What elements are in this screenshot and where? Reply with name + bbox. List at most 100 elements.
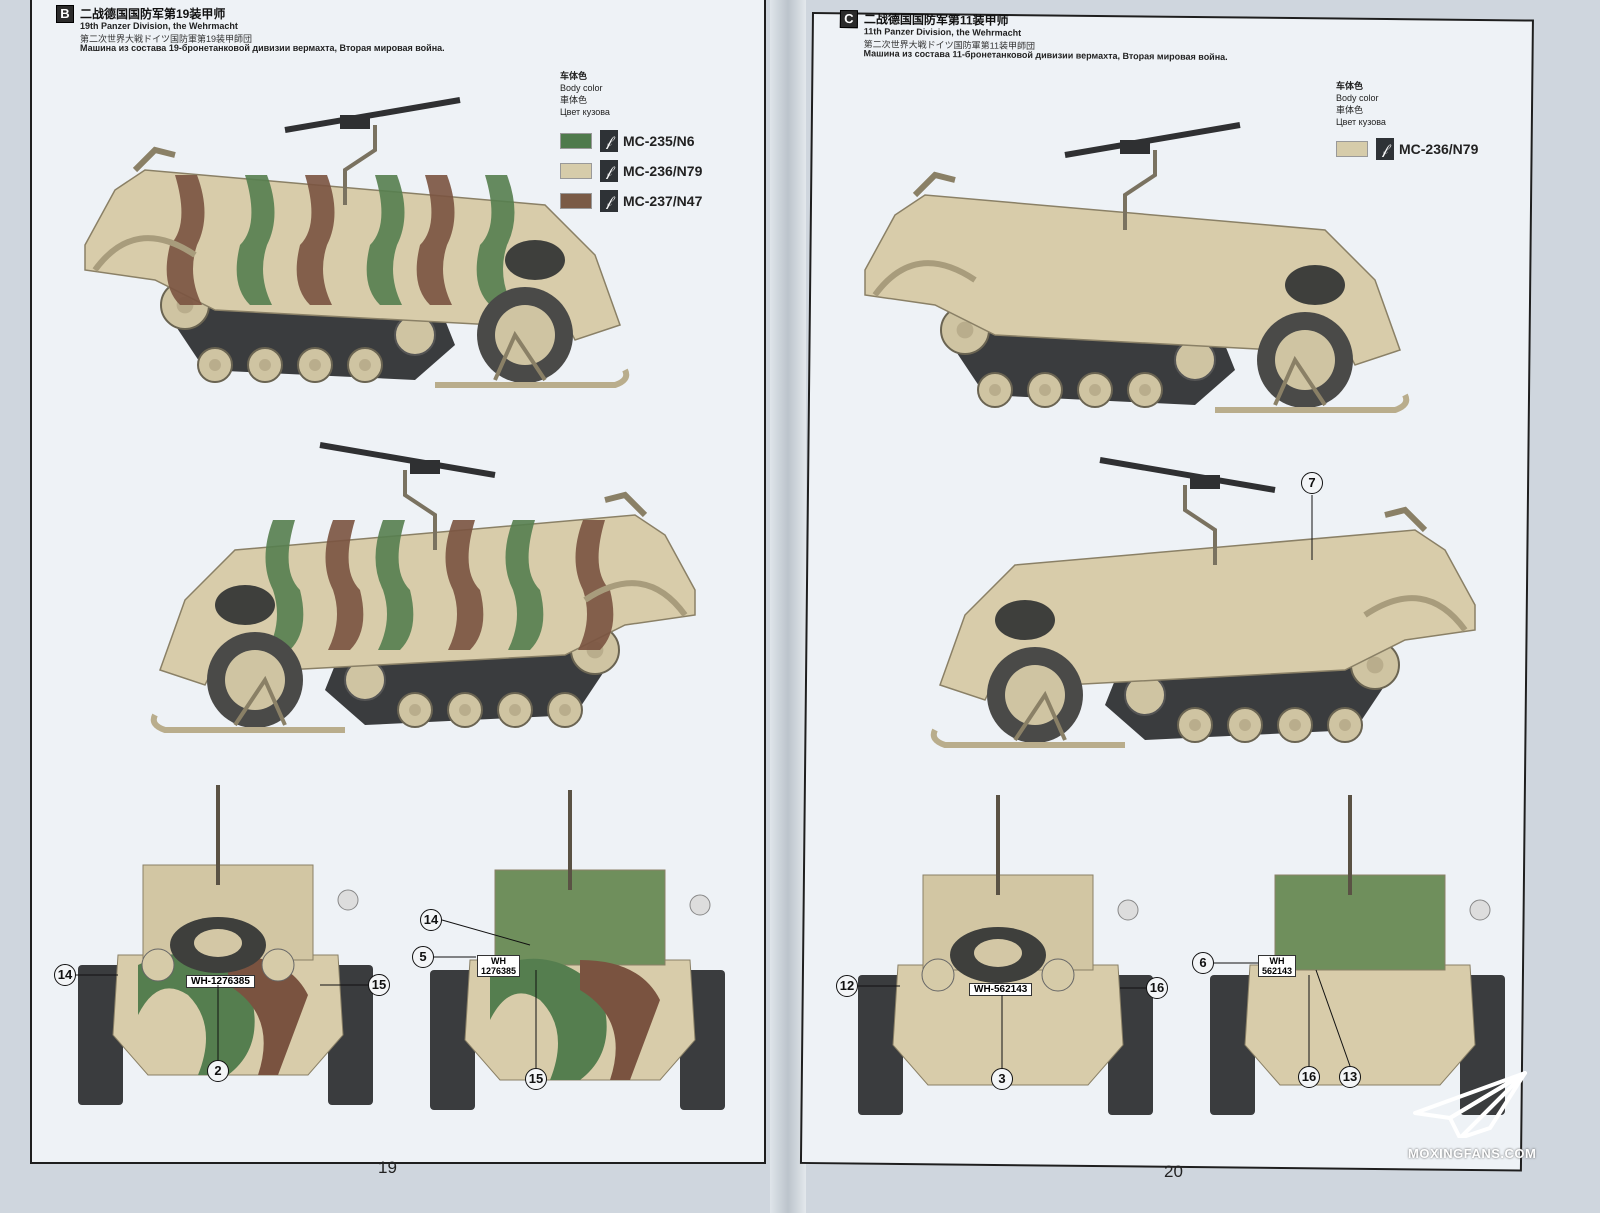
callout-marker: 7 (1301, 472, 1323, 494)
callout-marker: 15 (525, 1068, 547, 1090)
license-plate-front: WH-562143 (969, 983, 1033, 996)
spare-tire (215, 585, 275, 625)
left-track (1210, 975, 1255, 1115)
headlight (921, 958, 955, 992)
windshield-frame (494, 869, 666, 966)
paper-plane-logo-icon (1413, 1071, 1527, 1138)
camo-stripe (476, 175, 515, 305)
camo-stripe (325, 520, 364, 650)
plate-line-1: WH (491, 956, 507, 966)
front-ski (150, 713, 345, 733)
mirror (689, 894, 711, 916)
color-code: MC-236/N79 (1399, 141, 1479, 157)
mirror (1469, 899, 1491, 921)
legend-label-ru: Цвет кузова (1336, 117, 1386, 127)
windshield-frame (1274, 874, 1446, 971)
vehicle-side-view-right-sand (930, 457, 1476, 748)
callout-marker: 5 (412, 946, 434, 968)
machine-gun-receiver (1120, 140, 1150, 154)
color-code: MC-237/N47 (623, 193, 703, 209)
headlight (1041, 958, 1075, 992)
title-ru: Машина из состава 19-бронетанковой дивиз… (80, 43, 445, 53)
antenna-rack (1384, 506, 1428, 533)
legend-label-cn: 车体色 (560, 71, 588, 81)
road-wheel-hub (1089, 384, 1101, 396)
machine-gun-icon (1099, 457, 1276, 493)
road-wheel-hub (1139, 384, 1151, 396)
legend-label-jp: 車体色 (560, 95, 588, 105)
callout-marker: 12 (836, 975, 858, 997)
road-wheel-hub (259, 359, 271, 371)
legend-label-en: Body color (1336, 93, 1379, 103)
paint-brush-icon: 𝒻 (600, 130, 618, 152)
track-icon (165, 300, 455, 380)
color-code: MC-235/N6 (623, 133, 695, 149)
callout-marker: 2 (207, 1060, 229, 1082)
road-wheel-hub (1289, 719, 1301, 731)
camo-stripe (366, 175, 405, 305)
mg-mount (1123, 150, 1157, 230)
color-code: MC-236/N79 (623, 163, 703, 179)
vehicle-side-view-left-sand (864, 122, 1410, 413)
callout-marker: 14 (420, 909, 442, 931)
plate-line-2: 562143 (1262, 966, 1293, 976)
machine-gun-receiver (1190, 475, 1220, 489)
road-wheel-hub (409, 704, 421, 716)
road-wheel-hub (509, 704, 521, 716)
vehicle-body-group (930, 457, 1476, 748)
plate-line-2: 1276385 (481, 966, 517, 976)
vehicle-body-group (150, 442, 696, 733)
machine-gun-receiver (340, 115, 370, 129)
book-spine (770, 0, 806, 1213)
page-number: 20 (1164, 1162, 1183, 1181)
machine-gun-icon (1064, 122, 1241, 158)
machine-gun-icon (319, 442, 496, 478)
camo-stripe (575, 520, 614, 650)
mirror (337, 889, 359, 911)
track-icon (325, 645, 615, 725)
mg-mount (1183, 485, 1217, 565)
callout-marker: 16 (1298, 1066, 1320, 1088)
fender (1363, 595, 1468, 632)
road-wheel-hub (209, 359, 221, 371)
vehicle-rear-view-sand (1210, 795, 1505, 1115)
spare-wheel-hub (974, 939, 1022, 967)
callout-marker: 13 (1339, 1066, 1361, 1088)
spare-tire (995, 600, 1055, 640)
callout-marker: 15 (368, 974, 390, 996)
vehicle-front-view-sand (858, 795, 1153, 1115)
left-track (858, 975, 903, 1115)
road-wheel-hub (309, 359, 321, 371)
camo-stripe (265, 520, 304, 650)
title-en: 19th Panzer Division, the Wehrmacht (80, 21, 238, 31)
road-wheel-hub (559, 704, 571, 716)
vehicle-front-view-camo (78, 785, 373, 1105)
vehicle-body-group (84, 97, 630, 388)
fender (92, 235, 197, 272)
fender (872, 260, 977, 297)
color-swatch (560, 163, 592, 179)
camo-stripe (166, 175, 205, 305)
headlight (141, 948, 175, 982)
antenna-rack (132, 146, 176, 173)
color-swatch (560, 133, 592, 149)
camo-stripe (236, 175, 275, 305)
callout-marker: 16 (1146, 977, 1168, 999)
road-wheel-hub (359, 359, 371, 371)
mg-mount (343, 125, 377, 205)
color-swatch (1336, 141, 1368, 157)
road-wheel-hub (1039, 384, 1051, 396)
left-track (78, 965, 123, 1105)
legend-label-jp: 車体色 (1336, 105, 1364, 115)
machine-gun-icon (284, 97, 461, 133)
front-ski-strut (1273, 355, 1327, 407)
vehicle-body-group (864, 122, 1410, 413)
vehicle-rear-view-camo (430, 790, 725, 1110)
hull-end (892, 964, 1124, 1086)
legend-label-ru: Цвет кузова (560, 107, 610, 117)
road-wheel-hub (1189, 719, 1201, 731)
page-number: 19 (378, 1158, 397, 1177)
